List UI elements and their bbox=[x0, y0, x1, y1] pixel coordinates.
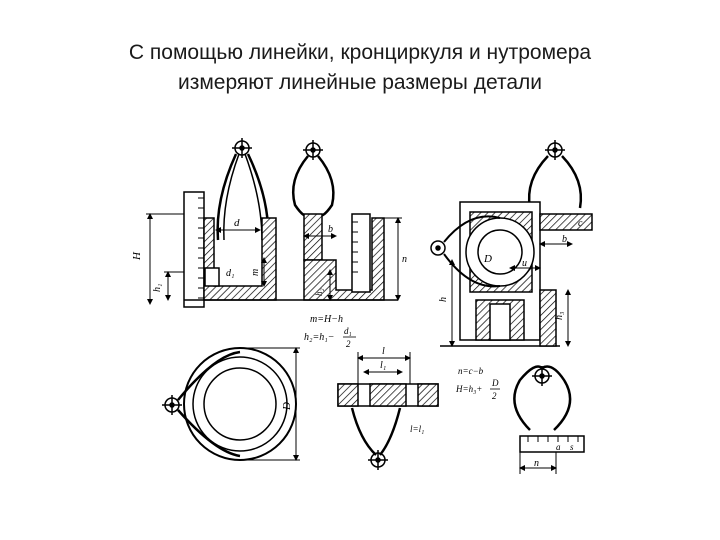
label-c: c bbox=[578, 218, 583, 229]
figure-step-measurement bbox=[513, 365, 585, 474]
slide-title: С помощью линейки, кронциркуля и нутроме… bbox=[40, 38, 680, 98]
formula-n: n=c−b bbox=[458, 366, 484, 376]
formula-h2: h₂=h₁− bbox=[304, 332, 334, 343]
title-line-1: С помощью линейки, кронциркуля и нутроме… bbox=[128, 41, 592, 64]
label-h: h bbox=[438, 297, 449, 302]
label-b-housing: b bbox=[562, 234, 567, 245]
label-u: u bbox=[522, 258, 527, 269]
ruler bbox=[351, 213, 371, 293]
formula-H-denominator: 2 bbox=[492, 391, 497, 401]
title-line-2: измеряют линейные размеры детали bbox=[178, 71, 542, 94]
label-a: a bbox=[556, 442, 561, 452]
label-d: d bbox=[234, 217, 240, 229]
formula-H-numerator: D bbox=[491, 378, 499, 388]
label-h1: h₁ bbox=[152, 284, 163, 292]
formula-H: H=h₃+ bbox=[455, 384, 482, 394]
caliper-pivot-icon bbox=[430, 240, 446, 256]
label-b: b bbox=[328, 224, 333, 235]
ruler bbox=[183, 191, 205, 308]
label-D-round: D bbox=[281, 402, 293, 411]
label-n: n bbox=[402, 254, 407, 265]
label-h3: h₃ bbox=[554, 311, 565, 320]
formula-m: m=H−h bbox=[310, 314, 343, 325]
ruler bbox=[519, 435, 585, 453]
label-H: H bbox=[131, 251, 143, 261]
figure-inside-caliper bbox=[290, 140, 402, 301]
figure-round-part bbox=[162, 347, 300, 461]
formula-l: l=l₁ bbox=[410, 424, 424, 434]
figure-housing bbox=[430, 140, 593, 347]
figure-cup-measurement bbox=[146, 138, 290, 308]
label-m: m bbox=[250, 269, 261, 276]
label-D: D bbox=[483, 253, 492, 265]
label-n-step: n bbox=[534, 458, 539, 469]
formula-h2-numerator: d₁ bbox=[344, 326, 352, 336]
label-d1: d₁ bbox=[226, 268, 234, 279]
label-h2: h₂ bbox=[314, 288, 324, 296]
formula-h2-denominator: 2 bbox=[346, 339, 351, 349]
label-l: l bbox=[382, 346, 385, 357]
figure-flange bbox=[337, 352, 439, 470]
label-l1: l₁ bbox=[380, 360, 386, 371]
label-s: s bbox=[570, 442, 574, 452]
